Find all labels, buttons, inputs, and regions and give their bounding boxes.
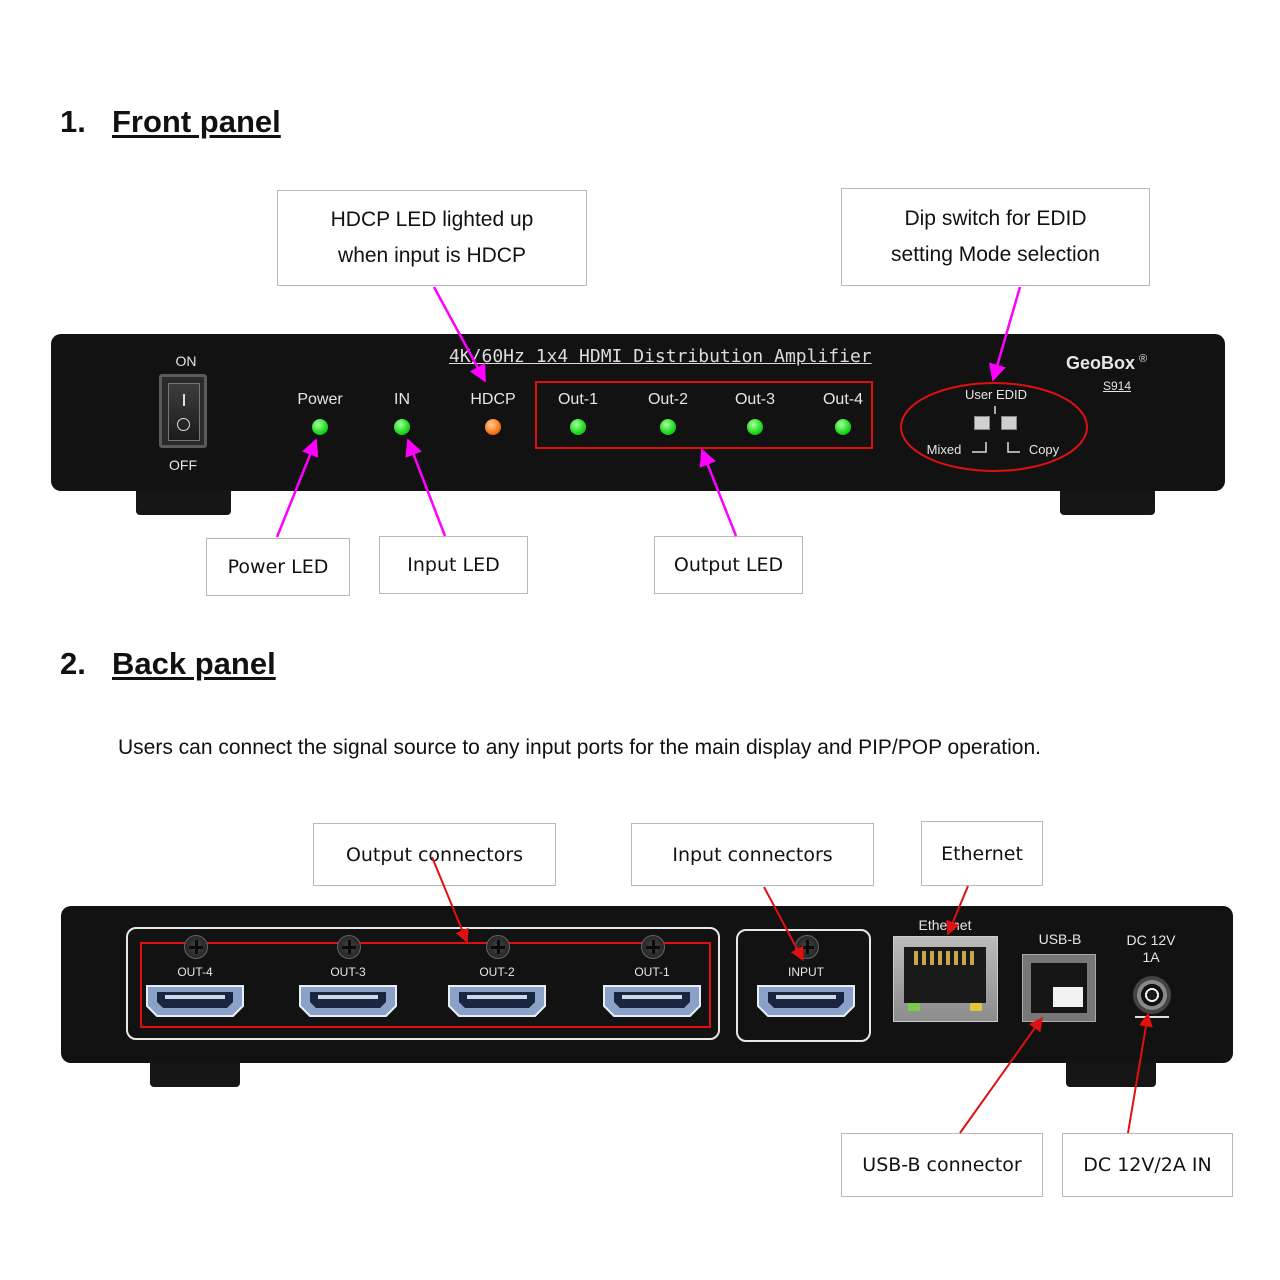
led-label: Power <box>297 391 343 408</box>
hdmi-output-port[interactable] <box>447 984 547 1018</box>
dc-label-line2: 1A <box>1142 949 1160 965</box>
front-foot-left <box>136 488 231 515</box>
dc-label-line1: DC 12V <box>1126 932 1176 948</box>
hdmi-input-port[interactable] <box>756 984 856 1018</box>
output-connectors-highlight <box>140 942 711 1028</box>
ethernet-arrow <box>946 885 969 936</box>
power-led-callout: Power LED <box>206 538 350 596</box>
input-led-callout: Input LED <box>379 536 528 594</box>
led-indicator <box>835 419 851 435</box>
led-indicator <box>570 419 586 435</box>
hdcp-callout-line1: HDCP LED lighted up <box>330 208 534 231</box>
hdcp-callout: HDCP LED lighted up when input is HDCP <box>277 190 587 286</box>
brand-name: GeoBox® <box>1066 353 1147 374</box>
input-led-arrow <box>405 438 447 537</box>
screw-icon <box>641 935 665 959</box>
ethernet-port[interactable] <box>893 936 998 1022</box>
output-connectors-callout: Output connectors <box>313 823 556 886</box>
dip-callout-line1: Dip switch for EDID <box>904 207 1087 230</box>
hdmi-port-label: OUT-4 <box>177 965 213 979</box>
usb-arrow <box>959 1016 1043 1134</box>
dip-right-label: Copy <box>1028 442 1060 457</box>
led-label: IN <box>394 391 410 408</box>
section-number: 1. <box>60 104 86 139</box>
led-indicator <box>485 419 501 435</box>
hdmi-output-port[interactable] <box>298 984 398 1018</box>
output-led-arrow <box>699 448 738 537</box>
dip-switch-1 <box>974 416 990 430</box>
hdmi-output-port[interactable] <box>145 984 245 1018</box>
switch-off-label: OFF <box>169 457 197 473</box>
led-label: Out-2 <box>647 391 688 408</box>
dc-port-label: DC 12V 1A <box>1114 932 1188 966</box>
dc-arrow <box>1127 1012 1153 1134</box>
led-label: Out-3 <box>734 391 775 408</box>
switch-on-label: ON <box>175 353 197 369</box>
brand-text: GeoBox <box>1066 353 1136 373</box>
hdmi-port-label: OUT-3 <box>330 965 366 979</box>
led-label: HDCP <box>470 391 516 408</box>
back-panel-heading: 2. Back panel <box>60 646 276 682</box>
front-panel-device <box>51 334 1225 491</box>
hdmi-port-label: OUT-2 <box>479 965 515 979</box>
model-number: S914 <box>1102 379 1132 393</box>
screw-icon <box>337 935 361 959</box>
led-indicator <box>312 419 328 435</box>
section-title: Front panel <box>112 104 281 139</box>
hdmi-output-port[interactable] <box>602 984 702 1018</box>
dip-switch-2 <box>1001 416 1017 430</box>
dip-callout-line2: setting Mode selection <box>891 243 1100 266</box>
usb-connector-callout: USB-B connector <box>841 1133 1043 1197</box>
led-indicator <box>394 419 410 435</box>
screw-icon <box>486 935 510 959</box>
dip-left-label: Mixed <box>926 442 962 457</box>
back-foot-left <box>150 1060 240 1087</box>
dc-power-jack[interactable] <box>1133 976 1171 1014</box>
front-panel-heading: 1. Front panel <box>60 104 281 140</box>
led-label: Out-4 <box>822 391 863 408</box>
dip-highlight-ellipse <box>900 382 1088 472</box>
input-connectors-callout: Input connectors <box>631 823 874 886</box>
hdcp-callout-line2: when input is HDCP <box>338 244 526 267</box>
front-foot-right <box>1060 488 1155 515</box>
model-title: 4K/60Hz 1x4 HDMI Distribution Amplifier <box>449 346 872 367</box>
section-title: Back panel <box>112 646 276 681</box>
dip-bracket-lines <box>972 406 1020 453</box>
back-foot-right <box>1066 1060 1156 1087</box>
output-connectors-arrow <box>431 856 469 944</box>
usb-b-port[interactable] <box>1022 954 1096 1022</box>
dc-in-callout: DC 12V/2A IN <box>1062 1133 1233 1197</box>
section-number: 2. <box>60 646 86 681</box>
output-led-callout: Output LED <box>654 536 803 594</box>
dip-callout: Dip switch for EDID setting Mode selecti… <box>841 188 1150 286</box>
hdmi-port-label: INPUT <box>788 965 824 979</box>
brand-mark: ® <box>1139 353 1148 365</box>
dip-title: User EDID <box>964 387 1028 402</box>
output-port-group <box>126 927 720 1040</box>
dip-arrow <box>988 286 1022 382</box>
input-connectors-arrow <box>763 886 804 962</box>
back-description: Users can connect the signal source to a… <box>118 736 1041 759</box>
hdmi-port-label: OUT-1 <box>634 965 670 979</box>
screw-icon <box>184 935 208 959</box>
output-led-highlight <box>535 381 873 449</box>
ethernet-callout: Ethernet <box>921 821 1043 886</box>
power-led-arrow <box>275 438 319 538</box>
led-label: Out-1 <box>557 391 598 408</box>
hdcp-arrow <box>432 286 487 383</box>
usb-port-label: USB-B <box>1038 931 1082 947</box>
input-port-group <box>736 929 871 1042</box>
power-switch <box>159 374 207 448</box>
led-indicator <box>660 419 676 435</box>
led-indicator <box>747 419 763 435</box>
